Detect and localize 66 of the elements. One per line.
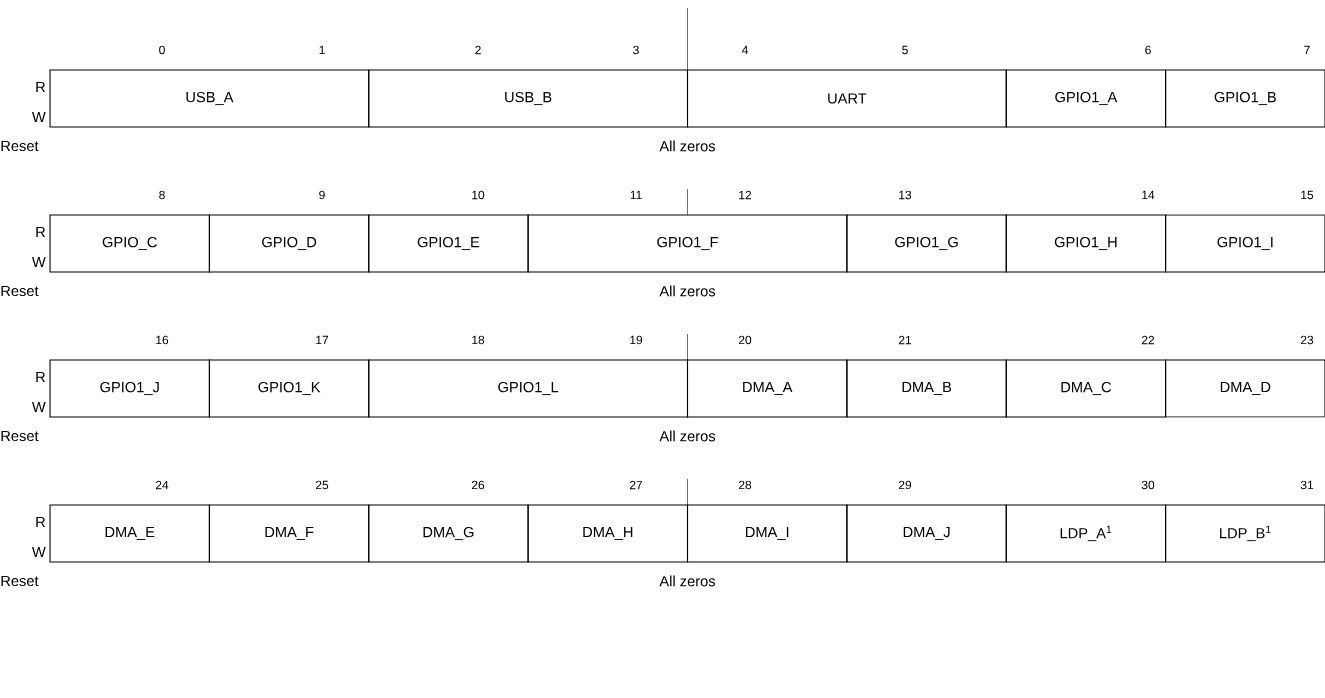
- bit-number: 1: [319, 45, 325, 55]
- bit-number: 5: [902, 45, 908, 55]
- bit-number: 22: [1141, 335, 1155, 345]
- register-field: GPIO_C: [49, 214, 210, 273]
- register-field: DMA_H: [527, 504, 689, 563]
- register-field: GPIO1_A: [1005, 69, 1167, 128]
- bit-number: 16: [156, 335, 169, 345]
- bit-number: 13: [899, 190, 912, 200]
- register-field: GPIO1_B: [1165, 69, 1325, 128]
- register-field: UART: [687, 69, 1007, 128]
- reset-value: All zeros: [659, 140, 716, 152]
- reset-label: Reset: [1, 430, 39, 442]
- bit-number: 10: [472, 190, 485, 200]
- bit-number: 6: [1145, 45, 1151, 55]
- register-field: DMA_B: [846, 359, 1007, 418]
- bit-number: 14: [1142, 190, 1155, 200]
- bit-number: 7: [1304, 45, 1310, 55]
- bit-number: 0: [159, 45, 165, 55]
- bit-number: 4: [741, 45, 748, 55]
- bit-number: 15: [1301, 190, 1314, 200]
- register-field: USB_B: [368, 69, 688, 128]
- register-field: LDP_A$^{1}$: [1005, 504, 1167, 563]
- reset-label: Reset: [1, 285, 39, 297]
- reset-value: All zeros: [659, 575, 716, 587]
- bit-number: 27: [629, 480, 643, 490]
- register-field: GPIO1_H: [1005, 214, 1167, 273]
- bit-number: 18: [472, 335, 485, 345]
- register-field: GPIO1_L: [368, 359, 688, 418]
- bit-number: 17: [316, 335, 329, 345]
- bit-number: 25: [315, 480, 329, 490]
- bit-number: 11: [630, 190, 642, 200]
- bit-number: 30: [1141, 480, 1155, 490]
- register-field: DMA_I: [687, 504, 848, 563]
- register-field: GPIO1_I: [1165, 214, 1325, 273]
- bit-number: 26: [471, 480, 485, 490]
- reset-label: Reset: [1, 575, 39, 587]
- bit-number: 31: [1300, 480, 1314, 490]
- register-field: USB_A: [49, 69, 370, 128]
- register-field: DMA_C: [1005, 359, 1167, 418]
- register-field: GPIO1_E: [368, 214, 529, 273]
- reset-value: All zeros: [659, 430, 716, 442]
- bit-number: 20: [738, 335, 752, 345]
- register-field: DMA_F: [208, 504, 370, 563]
- bit-number: 2: [475, 45, 481, 55]
- reset-label: Reset: [1, 140, 39, 152]
- register-field: GPIO1_F: [527, 214, 848, 273]
- register-field: DMA_A: [687, 359, 848, 418]
- register-field: GPIO1_J: [49, 359, 210, 418]
- bit-number: 21: [898, 335, 912, 345]
- register-field: GPIO1_G: [846, 214, 1007, 273]
- bit-number: 23: [1300, 335, 1314, 345]
- register-field: LDP_B$^{1}$: [1165, 504, 1325, 563]
- bit-number: 3: [633, 45, 639, 55]
- register-field: DMA_J: [846, 504, 1007, 563]
- bit-number: 24: [155, 480, 169, 490]
- bit-number: 8: [159, 190, 165, 200]
- bit-number: 19: [630, 335, 643, 345]
- register-field: GPIO_D: [208, 214, 370, 273]
- register-field: GPIO1_K: [208, 359, 370, 418]
- bit-number: 12: [739, 190, 752, 200]
- register-field: DMA_G: [368, 504, 529, 563]
- bit-number: 9: [319, 190, 325, 200]
- bit-number: 28: [738, 480, 752, 490]
- register-field: DMA_D: [1165, 359, 1325, 418]
- register-field: DMA_E: [49, 504, 210, 563]
- bit-number: 29: [898, 480, 912, 490]
